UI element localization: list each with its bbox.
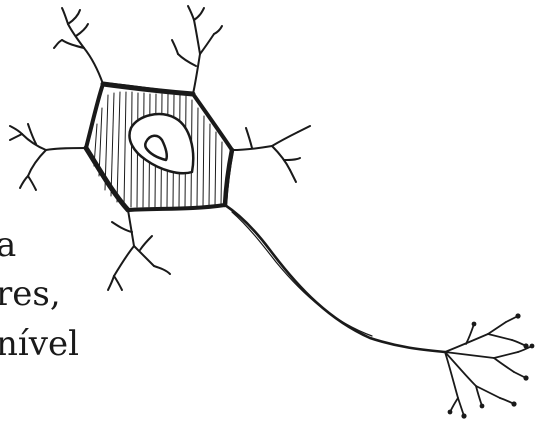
nucleus <box>129 114 193 173</box>
axon-terminal <box>445 316 532 416</box>
axon-terminal-bulbs <box>448 313 535 418</box>
dendrite-top-left <box>54 8 103 84</box>
dendrite-right <box>232 126 310 182</box>
dendrite-left <box>10 124 86 190</box>
dendrite-top-right <box>172 6 222 94</box>
dendrite-bottom <box>108 210 170 290</box>
axon <box>225 205 445 352</box>
